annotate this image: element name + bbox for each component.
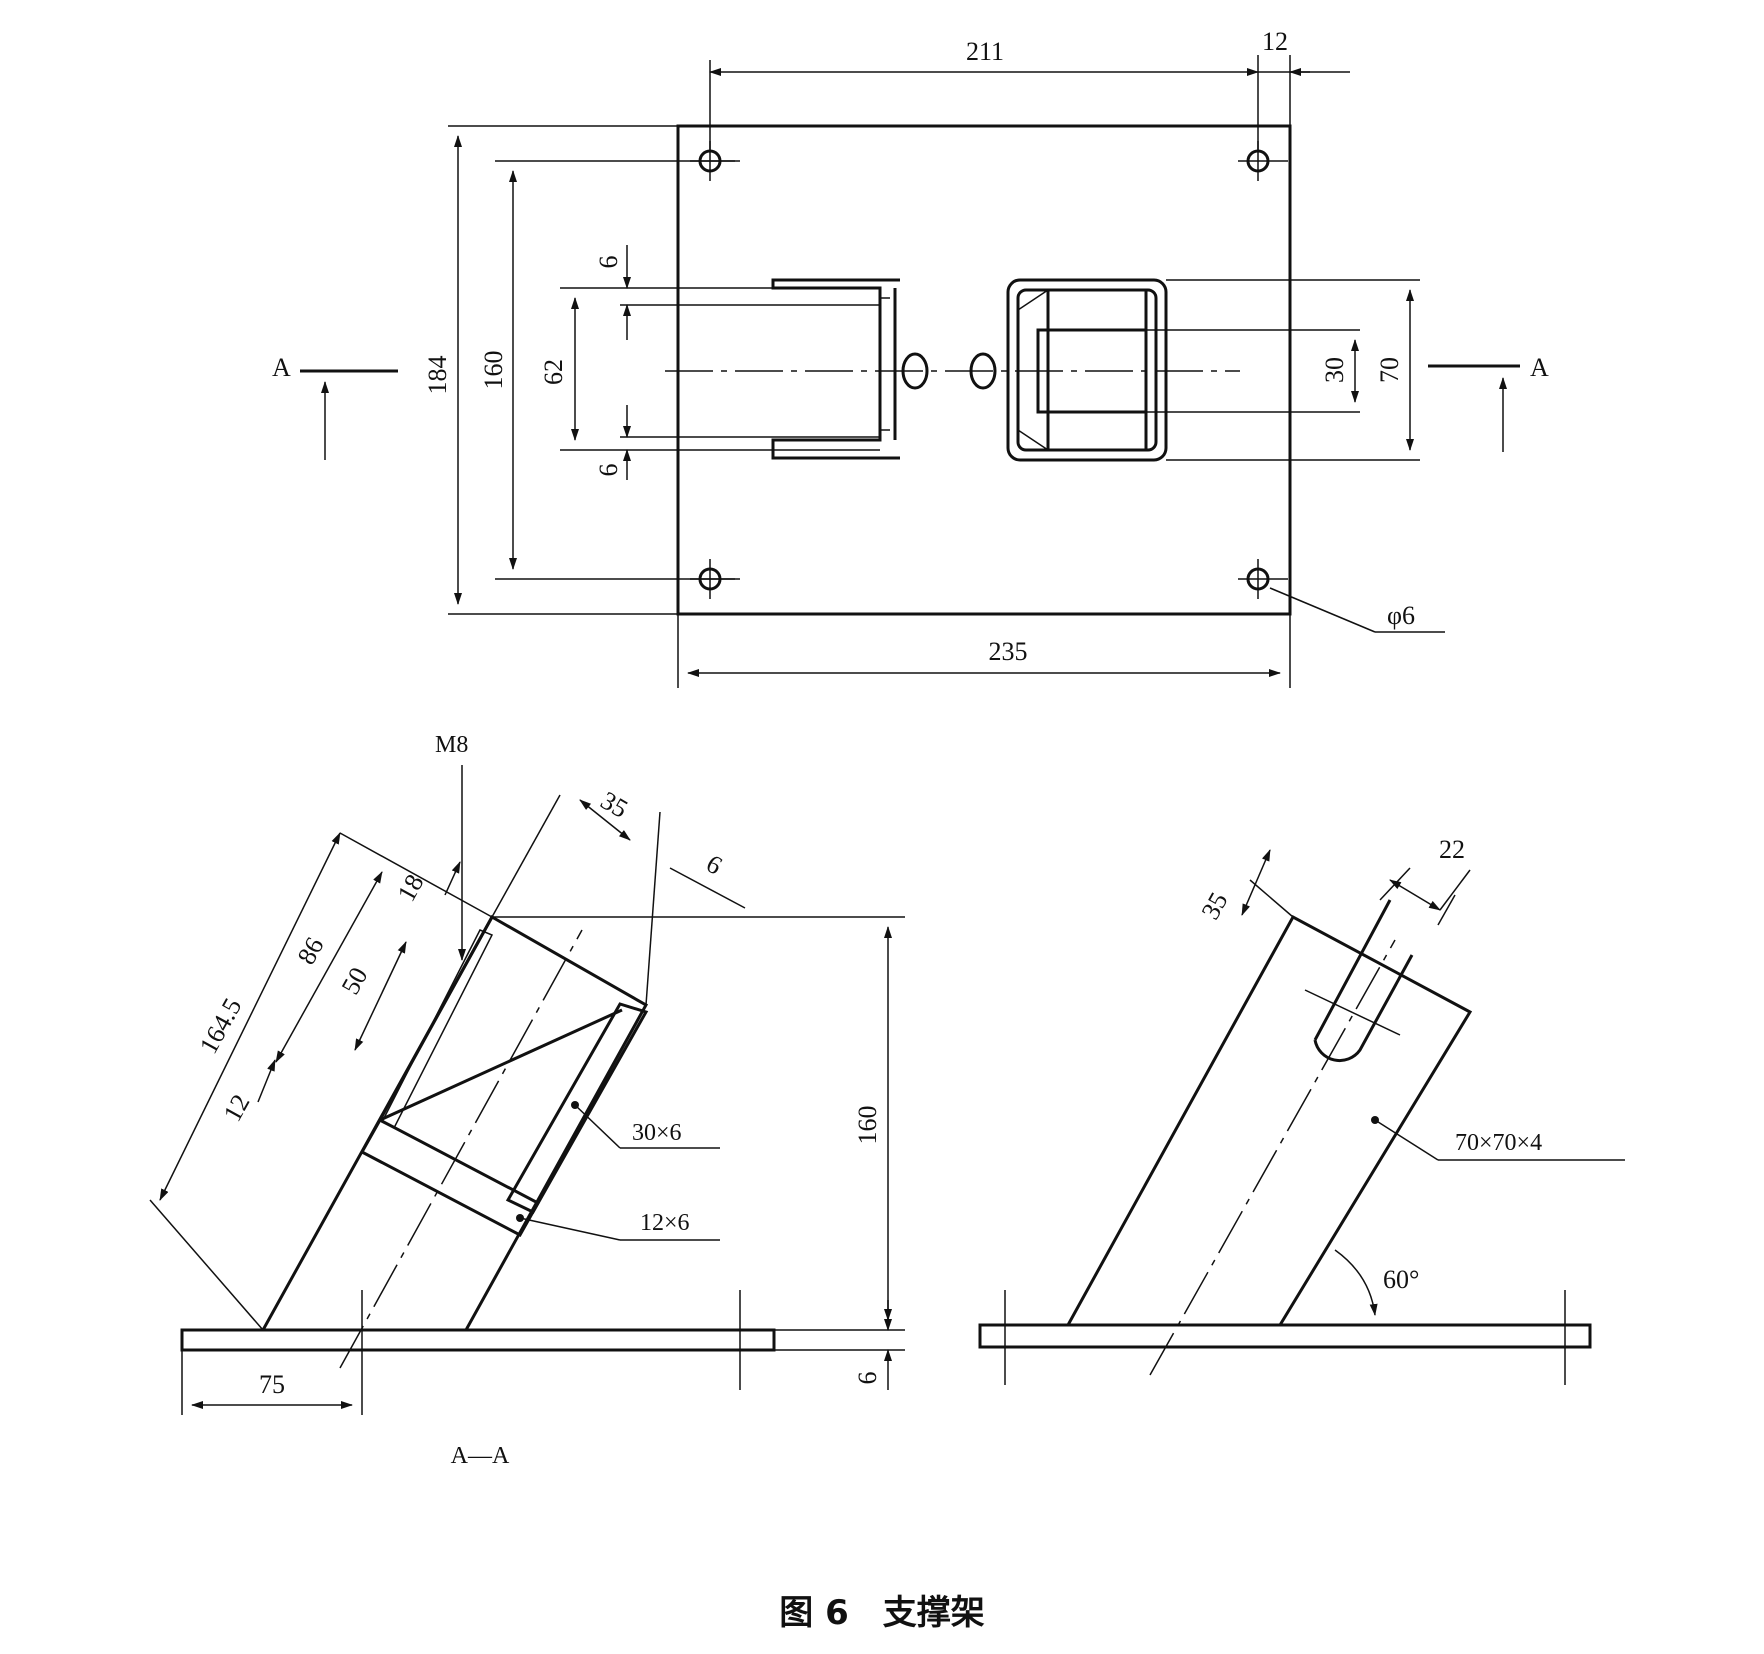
dim-86: 86 [292,932,330,969]
dim-12-section: 12 [218,1089,256,1126]
dim-50: 50 [336,962,374,999]
slot-hole-1 [901,352,929,390]
svg-text:A: A [272,353,291,382]
dim-62: 62 [539,359,568,385]
section-title: A—A [451,1443,510,1469]
dim-70: 70 [1375,357,1404,383]
base-plate-outline [676,124,1292,616]
square-tube-top [1006,278,1168,462]
dim-18: 18 [392,869,430,906]
dim-6-section: 6 [701,849,727,881]
dim-6-lower: 6 [594,464,623,477]
dim-211: 211 [966,37,1004,66]
side-slot [1313,899,1414,1063]
dim-30: 30 [1320,357,1349,383]
section-center-line [339,929,583,1369]
side-view: 22 35 70×70×4 60° [978,835,1625,1385]
label-m8: M8 [435,732,468,758]
section-mark-left: A [272,353,398,460]
callout-30x6: 30×6 [632,1120,682,1146]
hatched-flat-bar [505,1002,649,1214]
channel-part [771,278,900,460]
callout-70x70x4: 70×70×4 [1455,1130,1542,1156]
dim-160-top: 160 [479,351,508,390]
dim-35-side: 35 [1196,887,1234,924]
dim-160-section: 160 [853,1106,882,1145]
dim-164-5: 164.5 [194,993,248,1058]
side-base-plate [978,1323,1592,1349]
svg-text:A: A [1530,353,1549,382]
dim-angle-60: 60° [1383,1265,1419,1294]
dim-22: 22 [1439,835,1465,864]
callout-12x6: 12×6 [640,1210,690,1236]
section-mark-right: A [1428,353,1549,452]
slot-hole-2 [969,352,997,390]
dim-75: 75 [259,1370,285,1399]
dim-phi6: φ6 [1387,601,1415,630]
dim-235: 235 [989,637,1028,666]
cross-plate-12x6 [359,1117,541,1238]
top-view: 211 12 184 160 62 6 6 30 70 [272,27,1549,688]
dim-6-upper: 6 [594,256,623,269]
section-view-a-a: 35 6 M8 164.5 86 50 18 12 160 6 [149,732,905,1469]
dim-12-top: 12 [1262,27,1288,56]
mounting-holes [690,141,1288,599]
side-tube [1065,914,1473,1327]
dim-6-base: 6 [853,1372,882,1385]
figure-caption: 图 6 支撑架 [779,1593,985,1633]
section-base-plate [180,1328,776,1352]
dim-184: 184 [423,356,452,395]
